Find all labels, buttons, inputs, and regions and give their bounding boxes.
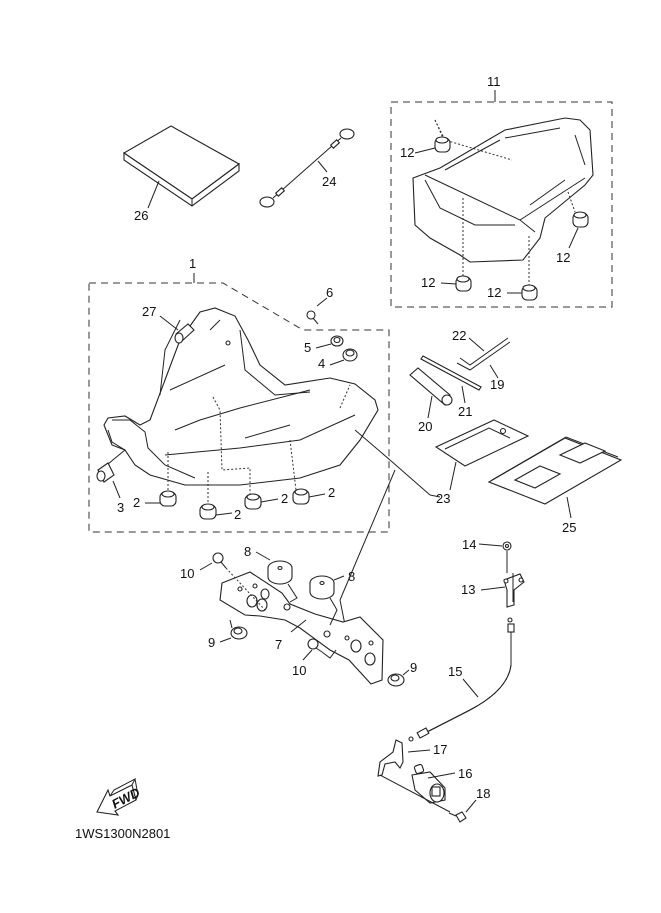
damper-12-c[interactable]: [455, 275, 472, 292]
lock-bracket-13[interactable]: [503, 573, 525, 608]
callout-2-a: 2: [133, 495, 140, 510]
damper-2-b[interactable]: [199, 503, 217, 520]
callout-9-b: 9: [410, 660, 417, 675]
callout-26: 26: [134, 208, 148, 223]
rider-seat-group: 1 27: [88, 256, 390, 533]
grommet-9-a[interactable]: [230, 626, 248, 640]
nut-14[interactable]: [502, 541, 512, 551]
rider-seat[interactable]: [103, 307, 379, 505]
owners-manual-25[interactable]: [487, 436, 623, 505]
callout-4: 4: [318, 356, 325, 371]
cap-27[interactable]: [174, 323, 195, 344]
callout-8-a: 8: [244, 544, 251, 559]
callout-12-b: 12: [556, 250, 570, 265]
fwd-label: FWD: [109, 784, 143, 811]
callout-5: 5: [304, 340, 311, 355]
damper-12-d[interactable]: [521, 284, 538, 301]
callout-14: 14: [462, 537, 476, 552]
grommet-9-b[interactable]: [387, 673, 405, 687]
callout-2-b: 2: [234, 507, 241, 522]
callout-23: 23: [436, 491, 450, 506]
callout-16: 16: [458, 766, 472, 781]
callout-8-b: 8: [348, 569, 355, 584]
damper-2-d[interactable]: [292, 488, 310, 505]
callout-2-d: 2: [328, 485, 335, 500]
damper-8-a[interactable]: [267, 560, 293, 585]
callout-21: 21: [458, 404, 472, 419]
screwdriver-21[interactable]: [420, 355, 482, 391]
callout-7: 7: [275, 637, 282, 652]
hex-wrench-19[interactable]: [456, 341, 511, 371]
lever-17[interactable]: [377, 739, 404, 777]
forward-arrow-icon: FWD: [96, 777, 143, 816]
callout-24: 24: [322, 174, 336, 189]
callout-12-d: 12: [487, 285, 501, 300]
callout-15: 15: [448, 664, 462, 679]
hex-wrench-22[interactable]: [459, 337, 509, 366]
callout-25: 25: [562, 520, 576, 535]
callout-20: 20: [418, 419, 432, 434]
callout-3: 3: [117, 500, 124, 515]
passenger-seat[interactable]: [412, 117, 594, 263]
callout-19: 19: [490, 377, 504, 392]
damper-2-a[interactable]: [159, 490, 177, 507]
damper-8-b[interactable]: [309, 575, 335, 600]
callout-10-b: 10: [292, 663, 306, 678]
damper-12-b[interactable]: [572, 211, 589, 228]
callout-17: 17: [433, 742, 447, 757]
rider-seat-group-boundary: [88, 282, 390, 533]
seat-lock-cable-15[interactable]: [408, 617, 515, 742]
screw-18[interactable]: [448, 811, 467, 823]
passenger-seat-group-boundary: [390, 101, 613, 308]
callout-11: 11: [487, 74, 501, 89]
bolt-10-b[interactable]: [307, 638, 323, 653]
callout-2-c: 2: [281, 491, 288, 506]
part-3[interactable]: [96, 462, 115, 483]
callout-9-a: 9: [208, 635, 215, 650]
lock-cylinder-16[interactable]: [411, 763, 446, 804]
seat-lock-wire-24[interactable]: [259, 128, 355, 208]
damper-12-a[interactable]: [434, 136, 451, 153]
callout-22: 22: [452, 328, 466, 343]
seat-cover-26[interactable]: [122, 125, 241, 207]
damper-4[interactable]: [342, 348, 358, 362]
damper-2-c[interactable]: [244, 493, 262, 510]
passenger-seat-group: 11 12 12: [390, 74, 613, 308]
callout-1: 1: [189, 256, 196, 271]
callout-13: 13: [461, 582, 475, 597]
callout-12-a: 12: [400, 145, 414, 160]
callout-10-a: 10: [180, 566, 194, 581]
callout-6: 6: [326, 285, 333, 300]
bolt-6[interactable]: [306, 310, 319, 325]
diagram-code: 1WS1300N2801: [75, 826, 170, 841]
bolt-10-a[interactable]: [212, 552, 227, 569]
callout-27: 27: [142, 304, 156, 319]
callout-12-c: 12: [421, 275, 435, 290]
tool-bag-23[interactable]: [434, 419, 530, 467]
callout-18: 18: [476, 786, 490, 801]
handle-20[interactable]: [409, 367, 453, 406]
collar-5[interactable]: [330, 335, 344, 347]
